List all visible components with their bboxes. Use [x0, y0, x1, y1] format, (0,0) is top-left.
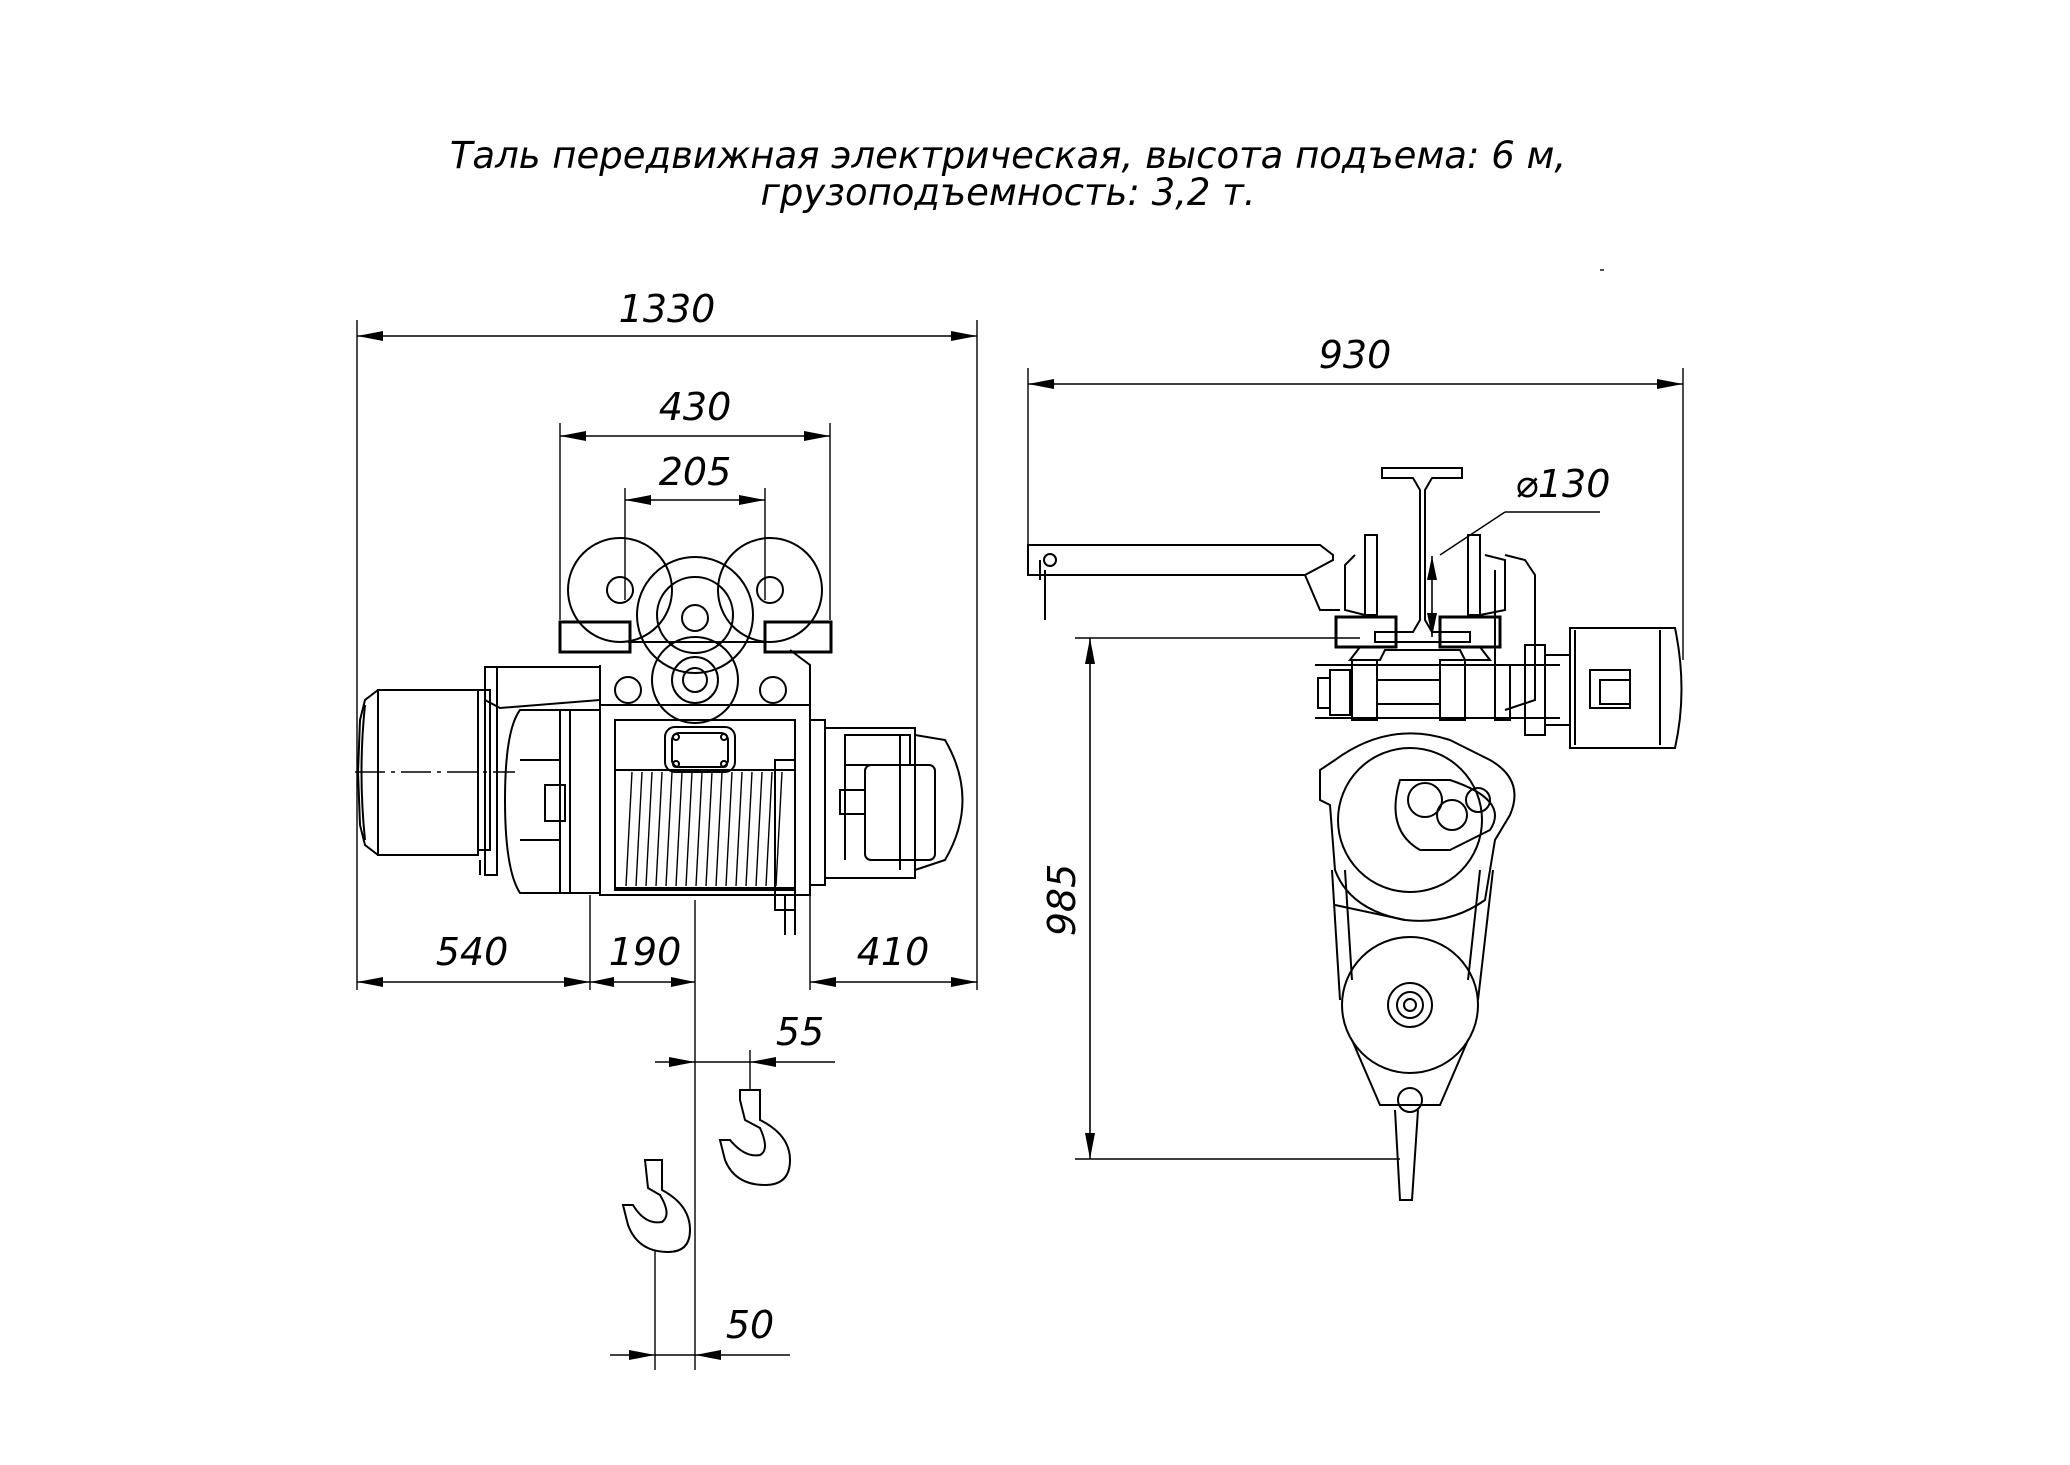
dim-wheel-base-label: 205 — [659, 450, 732, 494]
dim-right-label: 410 — [857, 930, 930, 974]
cable-arm — [1027, 544, 1340, 620]
dim-width: 930 — [1027, 333, 1684, 660]
i-beam-rail — [1374, 467, 1471, 643]
dim-overall-length: 1330 — [356, 287, 978, 990]
dim-hook-offset-upper-label: 55 — [776, 1010, 824, 1054]
side-rope — [1331, 869, 1494, 1001]
title-line-1: Таль передвижная электрическая, высота п… — [450, 134, 1566, 177]
side-trolley-frame — [1315, 554, 1683, 749]
dim-drum-offset-label: 190 — [609, 930, 682, 974]
dim-height: 985 — [1040, 637, 1400, 1160]
drawing-title: Таль передвижная электрическая, высота п… — [450, 134, 1604, 271]
dim-width-label: 930 — [1319, 333, 1392, 377]
upper-hook — [718, 1089, 792, 1187]
rope-drum — [599, 704, 811, 896]
rope-guide — [774, 759, 796, 935]
dim-height-label: 985 — [1040, 864, 1084, 937]
dim-hook-offset-upper: 55 — [655, 1010, 835, 1090]
dim-hook-offset-lower: 50 — [610, 1303, 790, 1360]
dim-hook-offset-lower-label: 50 — [726, 1303, 774, 1347]
hook-block — [1341, 936, 1479, 1201]
title-line-2: грузоподъемность: 3,2 т. — [760, 171, 1255, 214]
lower-hook — [621, 1159, 692, 1370]
rope-windings — [625, 771, 783, 887]
dim-overall-length-label: 1330 — [619, 287, 716, 331]
trolley-wheels — [567, 537, 823, 674]
dim-wheel-span-label: 430 — [659, 385, 732, 429]
front-view: 1330 430 205 — [355, 287, 978, 1370]
dim-lower-chain: 540 190 410 — [357, 895, 977, 990]
hoist-motor — [809, 719, 964, 886]
drum-housing — [503, 709, 601, 894]
dim-wheel-span: 430 — [559, 385, 831, 620]
rail-flange-blocks — [558, 620, 833, 654]
dim-wheel-base: 205 — [624, 450, 766, 600]
side-wheels — [1334, 534, 1506, 661]
side-view: 930 ⌀130 — [1027, 333, 1684, 1201]
side-drum-housing — [1319, 732, 1516, 922]
dim-wheel-diameter-label: ⌀130 — [1515, 462, 1610, 506]
dim-left-label: 540 — [436, 930, 509, 974]
gearbox — [477, 666, 601, 876]
dim-wheel-diameter: ⌀130 — [1427, 462, 1610, 637]
